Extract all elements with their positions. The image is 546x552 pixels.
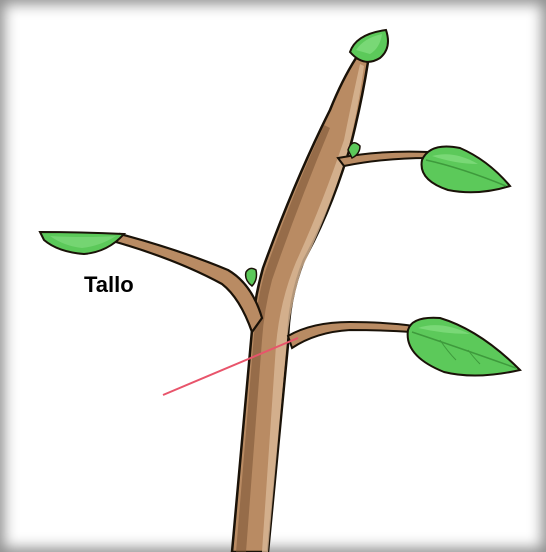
stem-label: Tallo (84, 274, 134, 296)
lower-right-branch (288, 322, 414, 348)
left-branch (116, 234, 262, 332)
upper-right-leaf (422, 147, 510, 193)
left-junction-bud (246, 268, 257, 286)
